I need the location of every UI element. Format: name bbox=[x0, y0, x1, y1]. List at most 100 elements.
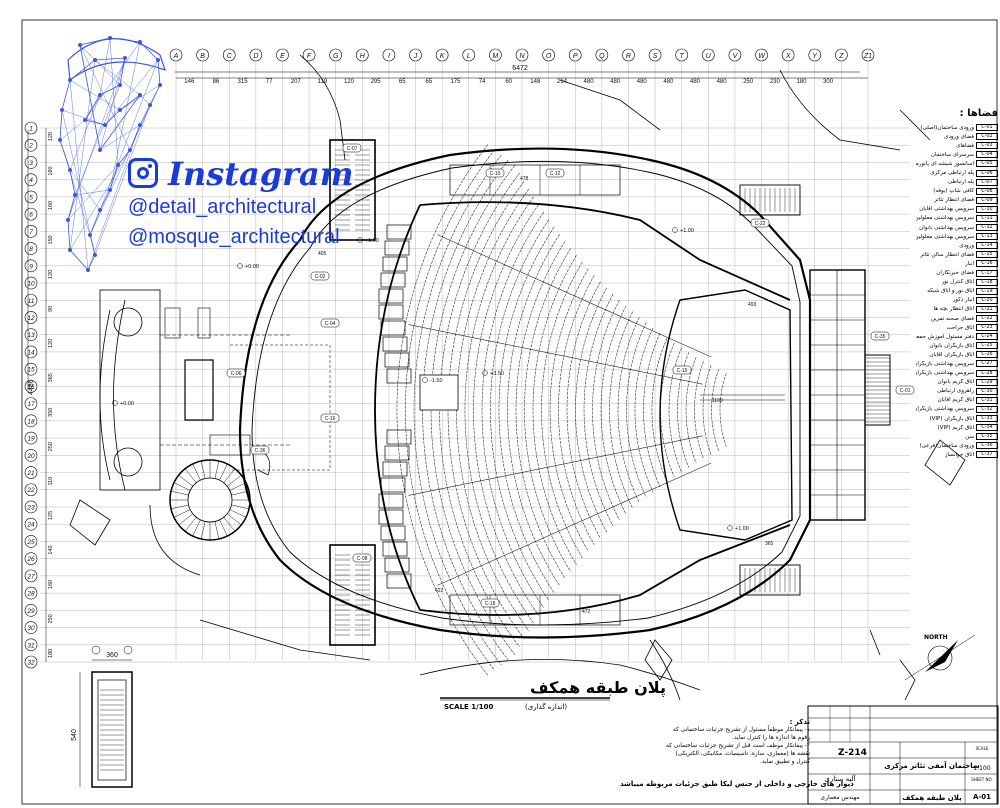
legend-item-text: اتاق بازیگران (VIP) bbox=[929, 415, 974, 422]
svg-text:C-18: C-18 bbox=[485, 601, 496, 607]
row-dim: 250 bbox=[48, 614, 54, 623]
column-dim: 214 bbox=[557, 79, 568, 85]
svg-text:C-12: C-12 bbox=[550, 171, 561, 177]
svg-text:18: 18 bbox=[27, 418, 35, 425]
legend-item-text: فضای انتظار سالن تئاتر bbox=[920, 251, 974, 258]
legend-item-text: راهروی ارتباطی bbox=[937, 388, 974, 395]
row-dim: 125 bbox=[48, 511, 54, 520]
legend-item-code: C-01 bbox=[976, 124, 998, 132]
grid-row-14: 14 bbox=[24, 345, 38, 359]
row-dim: 160 bbox=[48, 580, 54, 589]
row-dim: 160 bbox=[48, 201, 54, 210]
column-dim: 480 bbox=[690, 79, 701, 85]
room-tag: C-16 bbox=[320, 413, 340, 423]
legend-item-text: سرویس بهداشتی بانوان bbox=[919, 224, 974, 231]
svg-text:14: 14 bbox=[27, 349, 35, 356]
instagram-icon bbox=[128, 158, 158, 188]
room-tag: C-12 bbox=[545, 168, 565, 178]
legend-item-code: C-17 bbox=[976, 269, 998, 277]
internal-dim: 365 bbox=[765, 541, 774, 547]
grid-row-25: 25 bbox=[24, 535, 38, 548]
svg-text:24: 24 bbox=[26, 522, 35, 529]
grid-row-6: 6 bbox=[24, 207, 38, 221]
svg-text:H: H bbox=[360, 53, 366, 60]
row-dim: 110 bbox=[48, 477, 54, 486]
legend-item-text: اتاق بازیگران آقایان bbox=[929, 351, 974, 358]
level-tag: +3.50 bbox=[482, 370, 504, 377]
legend-item-text: فضای ورودی bbox=[944, 133, 974, 140]
legend-item-text: سرسرای ساختمان bbox=[930, 151, 974, 158]
grid-row-8: 8 bbox=[24, 242, 38, 255]
grid-column-G: G bbox=[329, 48, 342, 62]
row-dim: 140 bbox=[48, 545, 54, 554]
stair-core-south bbox=[329, 544, 376, 646]
svg-text:G: G bbox=[333, 53, 339, 60]
legend-item-code: C-20 bbox=[976, 296, 998, 304]
svg-text:+0.00: +0.00 bbox=[120, 401, 134, 407]
svg-text:U: U bbox=[706, 53, 712, 60]
room-tag: C-02 bbox=[310, 271, 330, 281]
svg-text:V: V bbox=[733, 53, 739, 60]
legend-item-text: ورودی bbox=[959, 242, 974, 249]
svg-text:-1.50: -1.50 bbox=[430, 378, 443, 384]
level-tag: +1.00 bbox=[672, 227, 694, 234]
svg-text:31: 31 bbox=[27, 642, 35, 649]
north-label: NORTH bbox=[924, 634, 948, 641]
legend-item-text: اتاق کنترل نور bbox=[941, 279, 975, 286]
svg-text:5: 5 bbox=[29, 194, 33, 201]
grid-row-32: 32 bbox=[24, 655, 38, 669]
grid-column-Q: Q bbox=[595, 48, 609, 62]
grid-row-19: 19 bbox=[24, 431, 38, 445]
legend-item-code: C-13 bbox=[976, 233, 998, 241]
title-block-scale-label: SCALE bbox=[976, 746, 989, 751]
legend-item-code: C-11 bbox=[976, 214, 998, 222]
svg-text:+0.00: +0.00 bbox=[245, 264, 259, 270]
svg-text:6: 6 bbox=[29, 212, 33, 219]
svg-text:P: P bbox=[573, 53, 578, 60]
legend-item-code: C-29 bbox=[976, 378, 998, 386]
svg-text:C-04: C-04 bbox=[325, 321, 336, 327]
room-tag: C-22 bbox=[750, 218, 770, 228]
legend-item-code: C-03 bbox=[976, 142, 998, 150]
legend-item-text: انبار bbox=[964, 260, 974, 267]
column-dim: 250 bbox=[743, 79, 754, 85]
legend-item-text: سرویس بهداشتی معلولین (آقایان) bbox=[916, 215, 974, 222]
svg-text:4: 4 bbox=[29, 177, 33, 184]
legend-item: آسانسور شیشه ای پانورما (ظرفیت ۸ نفره ۱۰… bbox=[912, 159, 998, 168]
notes-title: تذکر : bbox=[789, 718, 810, 726]
legend-item-code: C-22 bbox=[976, 315, 998, 323]
svg-text:J: J bbox=[413, 53, 418, 60]
grid-row-5: 5 bbox=[24, 190, 38, 204]
title-block-role: مهندس معماری bbox=[820, 794, 859, 801]
internal-dim: 493 bbox=[748, 302, 757, 308]
svg-text:16: 16 bbox=[27, 384, 35, 391]
grid-column-D: D bbox=[249, 48, 263, 62]
legend-item-code: C-25 bbox=[976, 342, 998, 350]
legend-item-code: C-33 bbox=[976, 415, 998, 423]
svg-text:C-10: C-10 bbox=[490, 171, 501, 177]
legend-item-text: فضاهای bbox=[956, 142, 974, 149]
plan-scale: SCALE 1/100 bbox=[444, 703, 494, 711]
svg-text:C-16: C-16 bbox=[325, 416, 336, 422]
column-dim: 230 bbox=[770, 79, 781, 85]
backstage-rooms bbox=[810, 269, 865, 520]
legend-item-text: سن bbox=[965, 433, 974, 440]
svg-text:C-06: C-06 bbox=[231, 371, 242, 377]
svg-text:21: 21 bbox=[26, 470, 35, 477]
svg-text:N: N bbox=[519, 53, 525, 60]
legend-item-code: C-30 bbox=[976, 387, 998, 395]
svg-text:8: 8 bbox=[29, 246, 33, 253]
svg-text:20: 20 bbox=[26, 453, 35, 460]
column-dim: 480 bbox=[717, 79, 728, 85]
grid-column-R: R bbox=[622, 48, 635, 62]
planter-east bbox=[924, 439, 966, 486]
grid-column-U: U bbox=[702, 48, 715, 62]
